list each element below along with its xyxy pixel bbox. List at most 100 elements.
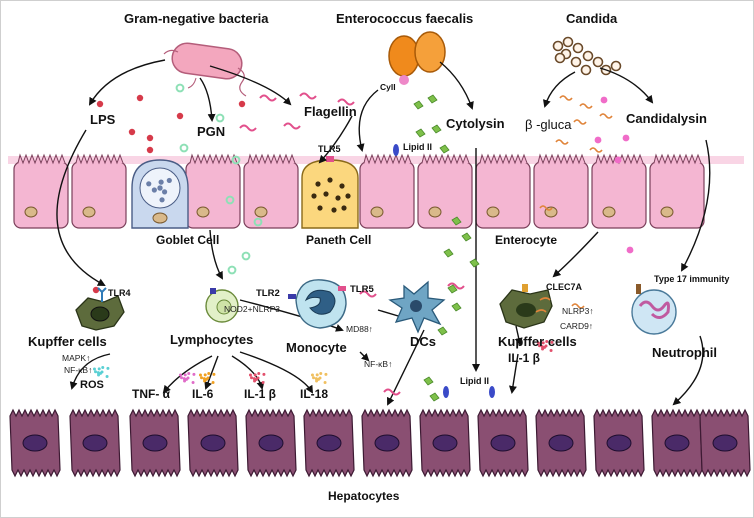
label-kupffer-right: Kupffer cells (498, 334, 577, 349)
il1b-particles (253, 373, 257, 377)
pgn-molecule (241, 251, 251, 261)
label-flagellin: Flagellin (304, 104, 357, 119)
tnf-particles (180, 376, 184, 380)
hepatocyte-cell (129, 408, 181, 478)
pathway-arrow (599, 67, 654, 104)
label-paneth-cell: Paneth Cell (306, 233, 371, 247)
label-il1b-right: IL-1 β (508, 351, 540, 365)
label-tlr5-monocyte: TLR5 (350, 284, 374, 295)
il18-particles (315, 373, 319, 377)
il1b-particles (255, 377, 259, 381)
label-kupffer-left: Kupffer cells (28, 334, 107, 349)
label-enterocyte: Enterocyte (495, 233, 557, 247)
lps-molecule (238, 100, 246, 108)
enterocyte-cell (417, 153, 473, 229)
hepatocyte-cell (477, 408, 529, 478)
label-goblet-cell: Goblet Cell (156, 233, 219, 247)
lps-molecule (96, 100, 104, 108)
lymphocyte-cell (205, 288, 239, 323)
flagellin-molecule (383, 388, 401, 396)
label-nod2-nlrp3: NOD2+NLRP3 (224, 304, 280, 314)
kupffer-cell-left (75, 287, 125, 331)
cytolysin-molecule (439, 144, 450, 154)
label-cytolysin: Cytolysin (446, 116, 505, 131)
monocyte-cell (288, 279, 347, 329)
hepatocyte-cell (9, 408, 61, 478)
tlr5-receptor (326, 156, 334, 162)
pathway-arrow (387, 329, 425, 406)
pgn-molecule (227, 265, 237, 275)
pathway-arrow (56, 129, 106, 286)
cytolysin-molecule (413, 100, 424, 110)
flagellin-molecule (259, 94, 277, 102)
kupffer-cell-right (499, 284, 553, 329)
pathway-arrow (199, 77, 216, 122)
pathway-arrow (508, 353, 519, 394)
il1b-particles (248, 373, 252, 377)
il18-particles (314, 377, 318, 381)
tnf-particles (187, 371, 191, 375)
label-md88: MD88↑ (346, 324, 373, 334)
pathway-arrow (543, 71, 576, 108)
enterocyte-cell (649, 153, 705, 229)
cytolysin-molecule (429, 392, 440, 402)
il18-particles (324, 372, 328, 376)
candida-icon (552, 36, 622, 76)
hepatocyte-cell (69, 408, 121, 478)
ros-particles (99, 371, 103, 375)
enterocyte-cell (185, 153, 241, 229)
pathway-arrow (209, 65, 292, 106)
clec7a-receptor (522, 284, 528, 292)
cytolysin-molecule (451, 302, 462, 312)
cytolysin-molecule (427, 94, 438, 104)
tlr4-receptor (97, 287, 107, 302)
ros-particles (106, 366, 110, 370)
hepatocyte-cell (187, 408, 239, 478)
flagellin-molecule (359, 290, 377, 298)
pathway-arrow (514, 325, 523, 346)
label-lps: LPS (90, 112, 116, 127)
beta-glucan-molecule (589, 147, 603, 153)
pathway-arrow (69, 353, 111, 390)
il6-particles (212, 372, 216, 376)
hepatocyte-row (9, 408, 751, 478)
beta-glucan-molecule (579, 103, 593, 109)
pathway-arrow (552, 231, 599, 278)
candidalysin-molecule (600, 96, 608, 104)
il1b-particles (261, 380, 265, 384)
tnf-particles (191, 380, 195, 384)
lipid-ii-marker (393, 144, 399, 156)
pgn-molecule (215, 113, 225, 123)
pathway-arrow (88, 59, 166, 106)
pathway-arrow (318, 115, 353, 164)
beta-glucan-molecule (571, 303, 585, 309)
enterocyte-cell (475, 153, 531, 229)
il6-particles (198, 373, 202, 377)
pathway-arrow (162, 355, 213, 394)
il18-particles (317, 377, 321, 381)
lipid-ii-marker (443, 386, 449, 398)
enterocyte-cell (591, 153, 647, 229)
label-dcs: DCs (410, 334, 436, 349)
hepatocyte-cell (699, 408, 751, 478)
label-cyll: CylI (380, 82, 396, 92)
label-il18: IL-18 (300, 387, 328, 401)
il1b-right-particles (538, 344, 542, 348)
il1b-right-particles (541, 341, 545, 345)
pgn-molecule (253, 217, 263, 227)
cytolysin-molecule (423, 376, 434, 386)
pgn-molecule (225, 195, 235, 205)
tnf-particles (183, 373, 187, 377)
il1b-particles (257, 371, 261, 375)
label-tnf: TNF- α (132, 387, 171, 401)
pgn-molecule (175, 83, 185, 93)
lps-molecule (146, 134, 154, 142)
ros-particles (105, 374, 109, 378)
hepatocyte-cell (535, 408, 587, 478)
lps-molecule (176, 112, 184, 120)
enterocyte-cell (533, 153, 589, 229)
il1b-right-particles (545, 339, 549, 343)
il6-particles (202, 377, 206, 381)
